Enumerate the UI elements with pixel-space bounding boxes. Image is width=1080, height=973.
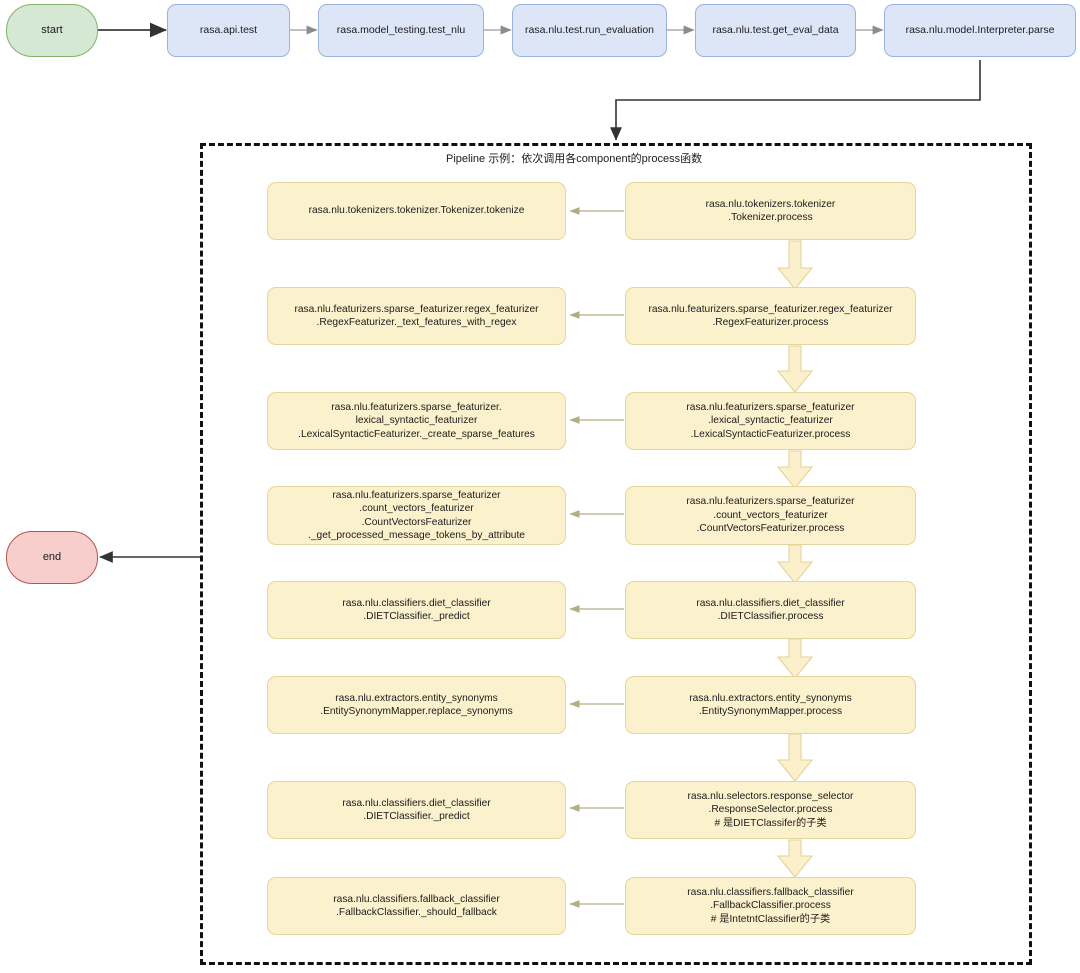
pipeline-impl-node-2[interactable]: rasa.nlu.featurizers.sparse_featurizer.r… [267,287,566,345]
call-node-rasa-nlu-test-run-evaluation[interactable]: rasa.nlu.test.run_evaluation [512,4,667,57]
pipeline-impl-node-8[interactable]: rasa.nlu.classifiers.fallback_classifier… [267,877,566,935]
pipeline-impl-node-1[interactable]: rasa.nlu.tokenizers.tokenizer.Tokenizer.… [267,182,566,240]
pipeline-caption: Pipeline 示例：依次调用各component的process函数 [446,153,703,165]
call-node-rasa-nlu-test-get-eval-data[interactable]: rasa.nlu.test.get_eval_data [695,4,856,57]
pipeline-process-node-8[interactable]: rasa.nlu.classifiers.fallback_classifier… [625,877,916,935]
pipeline-process-node-3[interactable]: rasa.nlu.featurizers.sparse_featurizer .… [625,392,916,450]
pipeline-process-node-6[interactable]: rasa.nlu.extractors.entity_synonyms .Ent… [625,676,916,734]
pipeline-impl-node-4[interactable]: rasa.nlu.featurizers.sparse_featurizer .… [267,486,566,545]
call-node-rasa-model-testing-test-nlu[interactable]: rasa.model_testing.test_nlu [318,4,484,57]
pipeline-impl-node-5[interactable]: rasa.nlu.classifiers.diet_classifier .DI… [267,581,566,639]
pipeline-process-node-4[interactable]: rasa.nlu.featurizers.sparse_featurizer .… [625,486,916,545]
start-node[interactable]: start [6,4,98,57]
pipeline-impl-node-6[interactable]: rasa.nlu.extractors.entity_synonyms .Ent… [267,676,566,734]
pipeline-container [200,143,1032,965]
pipeline-process-node-2[interactable]: rasa.nlu.featurizers.sparse_featurizer.r… [625,287,916,345]
pipeline-process-node-7[interactable]: rasa.nlu.selectors.response_selector .Re… [625,781,916,839]
edge-interpreter-parse-to-pipeline [610,60,981,141]
pipeline-impl-node-7[interactable]: rasa.nlu.classifiers.diet_classifier .DI… [267,781,566,839]
pipeline-process-node-1[interactable]: rasa.nlu.tokenizers.tokenizer .Tokenizer… [625,182,916,240]
call-node-rasa-api-test[interactable]: rasa.api.test [167,4,290,57]
pipeline-impl-node-3[interactable]: rasa.nlu.featurizers.sparse_featurizer. … [267,392,566,450]
pipeline-process-node-5[interactable]: rasa.nlu.classifiers.diet_classifier .DI… [625,581,916,639]
call-node-rasa-nlu-model-interpreter-parse[interactable]: rasa.nlu.model.Interpreter.parse [884,4,1076,57]
end-node[interactable]: end [6,531,98,584]
